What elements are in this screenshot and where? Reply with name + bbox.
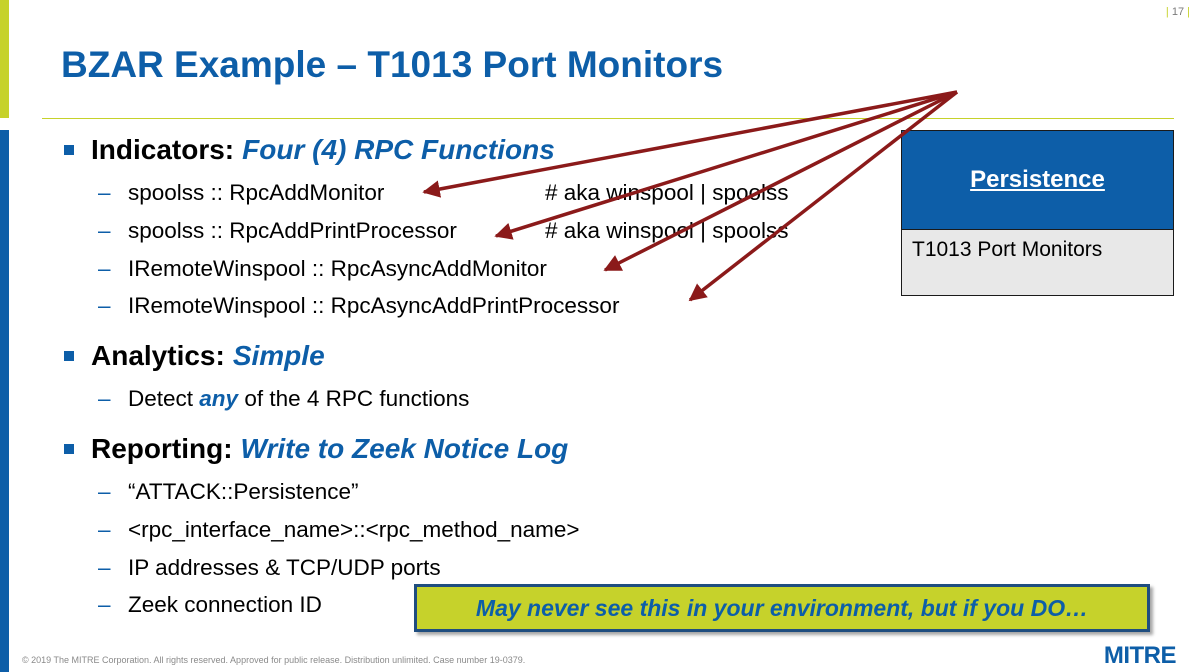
indicator-comment: # aka winspool | spoolss: [545, 180, 789, 205]
indicators-label: Indicators:: [91, 134, 235, 165]
indicator-comment: # aka winspool | spoolss: [545, 218, 789, 243]
callout-text: May never see this in your environment, …: [475, 594, 1089, 621]
page-number-value: 17: [1171, 6, 1185, 18]
reporting-item: –Zeek connection ID: [98, 592, 322, 617]
technique-cell: T1013 Port Monitors: [902, 230, 1173, 295]
reporting-item-text: “ATTACK::Persistence”: [128, 479, 359, 504]
mitre-logo: MITRE: [1103, 642, 1177, 669]
indicator-item: –spoolss :: RpcAddMonitor: [98, 180, 385, 205]
analytics-item-emphasis: any: [199, 386, 239, 411]
reporting-item-text: <rpc_interface_name>::<rpc_method_name>: [128, 517, 580, 542]
bullet-square-icon: [64, 444, 74, 454]
arrow-to-rpc-add-print-processor: [494, 90, 958, 240]
reporting-value: Write to Zeek Notice Log: [240, 433, 569, 464]
accent-bar-blue: [0, 130, 9, 672]
analytics-item-text-end: of the 4 RPC functions: [238, 386, 470, 411]
reporting-item-text: IP addresses & TCP/UDP ports: [128, 555, 441, 580]
reporting-item: –<rpc_interface_name>::<rpc_method_name>: [98, 517, 580, 542]
callout-banner: May never see this in your environment, …: [414, 584, 1150, 632]
title-divider: [42, 118, 1174, 119]
reporting-item: –IP addresses & TCP/UDP ports: [98, 555, 441, 580]
analytics-bullet: Analytics: Simple: [64, 340, 325, 372]
reporting-bullet: Reporting: Write to Zeek Notice Log: [64, 433, 568, 465]
indicators-bullet: Indicators: Four (4) RPC Functions: [64, 134, 555, 166]
footer-copyright: © 2019 The MITRE Corporation. All rights…: [22, 655, 526, 665]
indicator-item-text: IRemoteWinspool :: RpcAsyncAddPrintProce…: [128, 293, 620, 318]
technique-name: T1013 Port Monitors: [912, 238, 1103, 261]
slide-title: BZAR Example – T1013 Port Monitors: [61, 44, 724, 85]
indicator-item-text: spoolss :: RpcAddPrintProcessor: [128, 218, 457, 243]
indicator-item-text: spoolss :: RpcAddMonitor: [128, 180, 385, 205]
analytics-label: Analytics:: [91, 340, 225, 371]
indicators-value: Four (4) RPC Functions: [242, 134, 555, 165]
indicator-item: –spoolss :: RpcAddPrintProcessor: [98, 218, 457, 243]
indicator-item: –IRemoteWinspool :: RpcAsyncAddMonitor: [98, 256, 547, 281]
indicator-item: –IRemoteWinspool :: RpcAsyncAddPrintProc…: [98, 293, 620, 318]
tactic-box: Persistence T1013 Port Monitors: [901, 130, 1174, 296]
reporting-label: Reporting:: [91, 433, 233, 464]
bullet-square-icon: [64, 351, 74, 361]
bullet-square-icon: [64, 145, 74, 155]
reporting-item-text: Zeek connection ID: [128, 592, 322, 617]
page-number: | 17 |: [1165, 6, 1190, 18]
analytics-item-text-start: Detect: [128, 386, 200, 411]
tactic-header: Persistence: [902, 131, 1173, 230]
reporting-item: –“ATTACK::Persistence”: [98, 479, 359, 504]
analytics-item: –Detect any of the 4 RPC functions: [98, 386, 470, 411]
indicator-item-text: IRemoteWinspool :: RpcAsyncAddMonitor: [128, 256, 547, 281]
tactic-name: Persistence: [970, 166, 1105, 193]
accent-bar-green: [0, 0, 9, 118]
analytics-value: Simple: [232, 340, 325, 371]
